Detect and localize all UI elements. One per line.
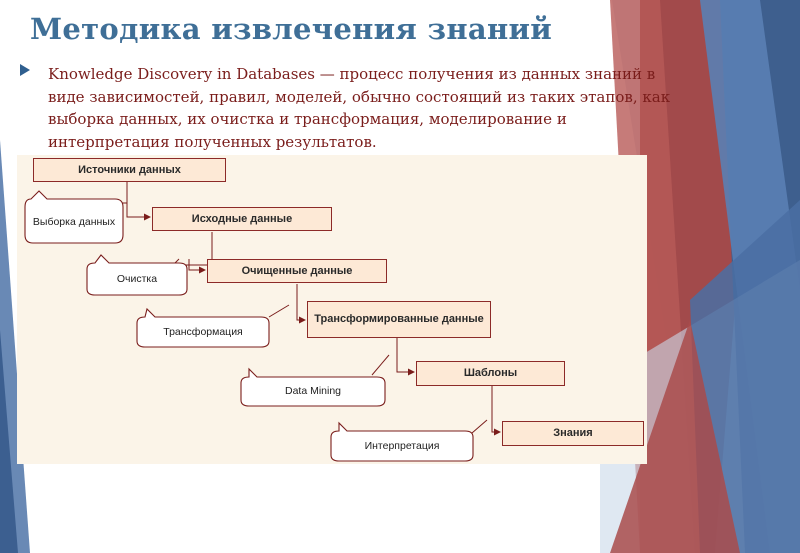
stage-box-knowledge: Знания — [502, 421, 644, 446]
stage-box-cleaned-data: Очищенные данные — [207, 259, 387, 283]
bullet-arrow-icon — [20, 64, 30, 76]
bullet-paragraph: Knowledge Discovery in Databases — проце… — [48, 65, 671, 151]
slide-title: Методика извлечения знаний — [30, 12, 553, 46]
process-callout-data-mining: Data Mining — [284, 384, 342, 397]
stage-box-patterns: Шаблоны — [416, 361, 565, 386]
process-callout-transformation: Трансформация — [163, 325, 243, 338]
diagram-connectors — [24, 182, 501, 462]
stage-box-sources: Источники данных — [33, 158, 226, 182]
kdd-process-diagram: Источники данных Исходные данные Очищенн… — [17, 155, 647, 464]
process-callout-cleaning: Очистка — [116, 272, 158, 285]
callout-shape — [24, 190, 124, 244]
process-callout-interpretation: Интерпретация — [364, 439, 440, 452]
stage-box-transformed-data: Трансформированные данные — [307, 301, 491, 338]
stage-box-raw-data: Исходные данные — [152, 207, 332, 231]
process-callout-selection: Выборка данных — [32, 215, 116, 228]
